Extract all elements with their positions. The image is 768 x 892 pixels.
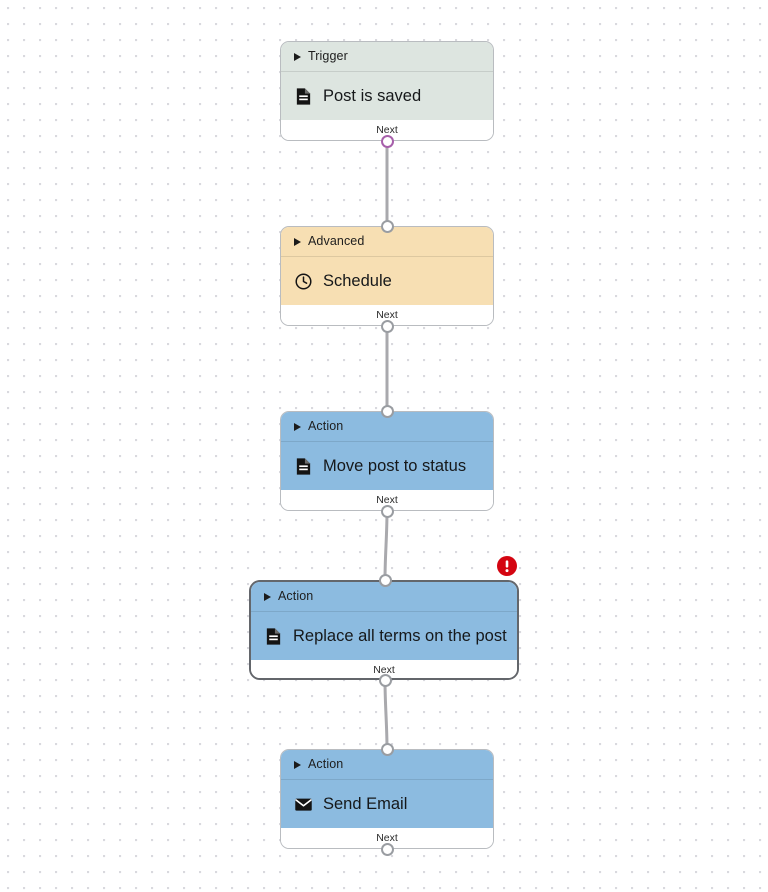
port-action-3-output[interactable] bbox=[380, 842, 394, 856]
clock-icon bbox=[295, 272, 312, 290]
node-footer-label: Next bbox=[376, 309, 398, 322]
port-action-1-output[interactable] bbox=[380, 504, 394, 518]
node-footer-label: Next bbox=[373, 664, 395, 677]
node-category-label: Action bbox=[278, 589, 314, 604]
port-action-2-input[interactable] bbox=[378, 573, 392, 587]
caret-right-icon[interactable] bbox=[294, 760, 301, 769]
node-footer-next[interactable]: Next bbox=[281, 490, 493, 510]
node-header[interactable]: Action bbox=[281, 750, 493, 780]
node-footer-next[interactable]: Next bbox=[281, 828, 493, 848]
node-body[interactable]: Send Email bbox=[281, 780, 493, 828]
caret-right-icon[interactable] bbox=[294, 52, 301, 61]
node-header[interactable]: Trigger bbox=[281, 42, 493, 72]
node-category-label: Action bbox=[308, 757, 344, 772]
node-category-label: Action bbox=[308, 419, 344, 434]
node-body[interactable]: Replace all terms on the post bbox=[251, 612, 517, 660]
caret-right-icon[interactable] bbox=[294, 237, 301, 246]
port-action-1-input[interactable] bbox=[380, 404, 394, 418]
caret-right-icon[interactable] bbox=[294, 422, 301, 431]
document-icon bbox=[296, 87, 311, 105]
envelope-icon bbox=[295, 798, 312, 811]
node-body[interactable]: Move post to status bbox=[281, 442, 493, 490]
node-title: Schedule bbox=[323, 271, 392, 290]
error-badge[interactable] bbox=[497, 556, 517, 576]
node-body[interactable]: Schedule bbox=[281, 257, 493, 305]
port-action-2-output[interactable] bbox=[378, 673, 392, 687]
node-title: Send Email bbox=[323, 794, 408, 813]
node-category-label: Trigger bbox=[308, 49, 348, 64]
edge-action-1-to-action-2 bbox=[383, 509, 389, 582]
document-icon bbox=[266, 627, 281, 645]
node-title: Post is saved bbox=[323, 86, 422, 105]
node-footer-next[interactable]: Next bbox=[251, 660, 517, 678]
node-footer-label: Next bbox=[376, 494, 398, 507]
node-title: Move post to status bbox=[323, 456, 467, 475]
node-footer-label: Next bbox=[376, 832, 398, 845]
document-icon bbox=[296, 457, 311, 475]
edge-action-2-to-action-3 bbox=[383, 678, 389, 751]
exclamation-icon bbox=[505, 560, 509, 573]
port-action-3-input[interactable] bbox=[380, 742, 394, 756]
node-footer-next[interactable]: Next bbox=[281, 305, 493, 325]
port-advanced-output[interactable] bbox=[380, 319, 394, 333]
caret-right-icon[interactable] bbox=[264, 592, 271, 601]
node-footer-next[interactable]: Next bbox=[281, 120, 493, 140]
node-category-label: Advanced bbox=[308, 234, 365, 249]
node-footer-label: Next bbox=[376, 124, 398, 137]
node-body[interactable]: Post is saved bbox=[281, 72, 493, 120]
port-trigger-output[interactable] bbox=[380, 134, 394, 148]
node-title: Replace all terms on the post bbox=[293, 626, 507, 645]
port-advanced-input[interactable] bbox=[380, 219, 394, 233]
node-header[interactable]: Action bbox=[251, 582, 517, 612]
